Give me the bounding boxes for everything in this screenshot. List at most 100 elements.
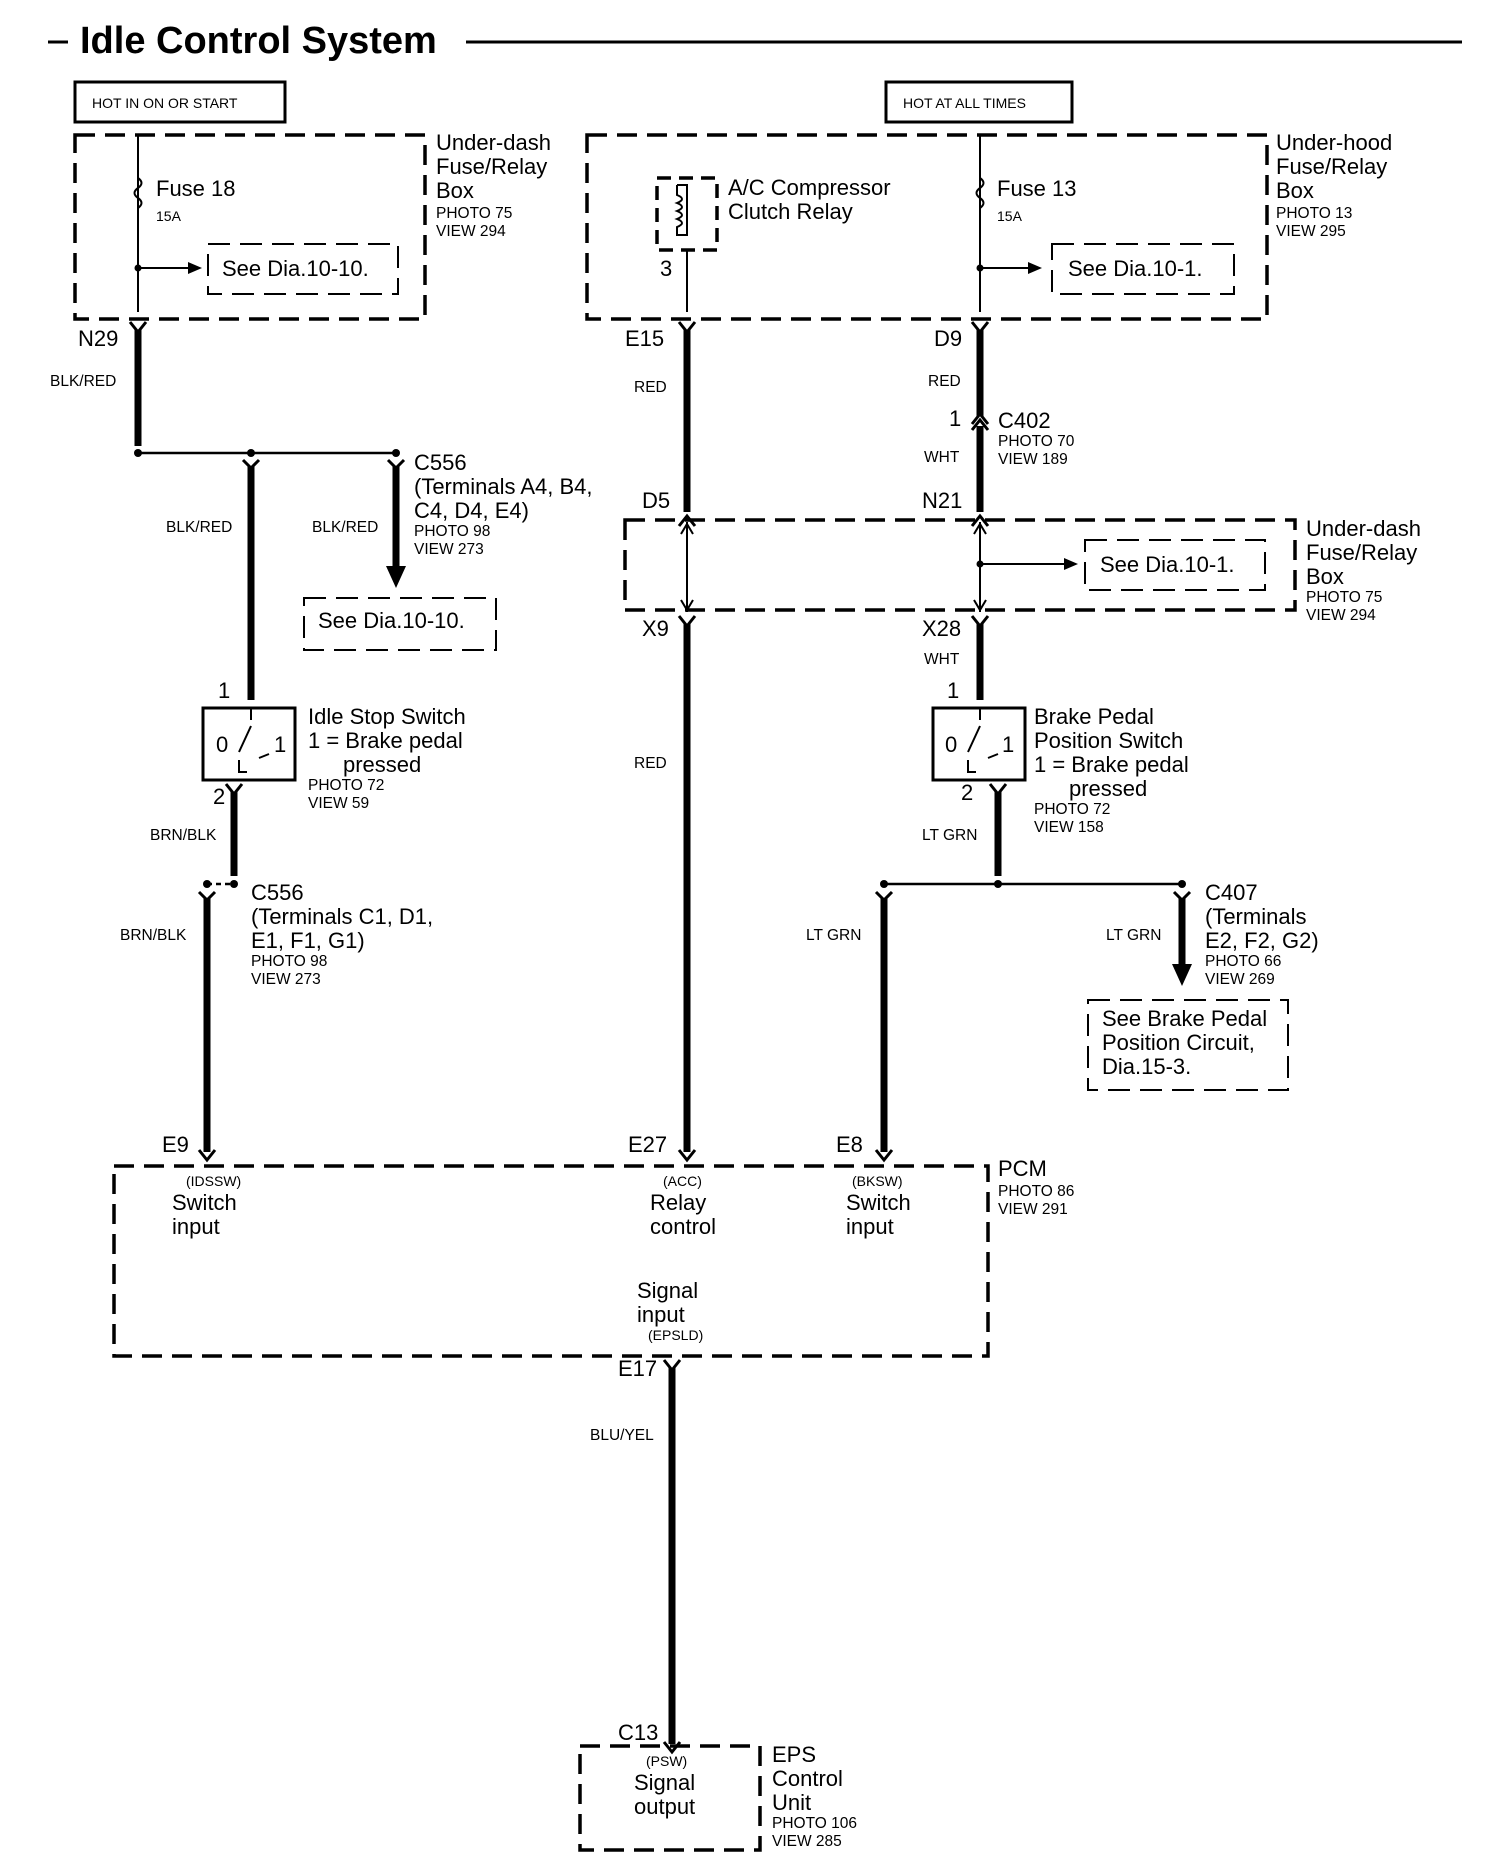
underdash-box-top bbox=[73, 133, 427, 321]
idle-switch-contact-icon bbox=[238, 708, 270, 773]
wire-label-brn-blk-1: BRN/BLK bbox=[150, 827, 217, 844]
idle-switch-pos1: 1 bbox=[274, 732, 286, 757]
pcm-photo: PHOTO 86 bbox=[998, 1183, 1074, 1200]
brake-switch-note-1: 1 = Brake pedal bbox=[1034, 752, 1189, 777]
pcm-view: VIEW 291 bbox=[998, 1201, 1068, 1218]
c402-photo: PHOTO 70 bbox=[998, 433, 1075, 450]
eps-name-1: EPS bbox=[772, 1742, 816, 1767]
pin-x28: X28 bbox=[922, 616, 961, 641]
brake-switch-photo: PHOTO 72 bbox=[1034, 801, 1110, 818]
c556b-pin-left bbox=[203, 880, 211, 888]
c556b-view: VIEW 273 bbox=[251, 971, 321, 988]
idle-switch-pos0: 0 bbox=[216, 732, 228, 757]
idle-switch-pin1: 1 bbox=[218, 678, 230, 703]
page-title: Idle Control System bbox=[80, 20, 437, 62]
underdash-mid-name-3: Box bbox=[1306, 564, 1344, 589]
splice-lt-grn-right bbox=[1178, 880, 1186, 888]
ac-relay-pin: 3 bbox=[660, 256, 672, 281]
wire-label-blu-yel: BLU/YEL bbox=[590, 1427, 654, 1444]
underhood-photo: PHOTO 13 bbox=[1276, 205, 1352, 222]
pcm-bksw: (BKSW) bbox=[852, 1173, 903, 1189]
pcm-idssw: (IDSSW) bbox=[186, 1173, 241, 1189]
pin-e27: E27 bbox=[628, 1132, 667, 1157]
underdash-box-mid bbox=[623, 518, 1297, 612]
wire-label-blk-red-1: BLK/RED bbox=[50, 373, 116, 390]
underdash-mid-name-1: Under-dash bbox=[1306, 516, 1421, 541]
c407-view: VIEW 269 bbox=[1205, 971, 1275, 988]
underhood-view: VIEW 295 bbox=[1276, 223, 1346, 240]
see-text-c407-1: See Brake Pedal bbox=[1102, 1006, 1267, 1031]
c556a-photo: PHOTO 98 bbox=[414, 523, 490, 540]
pcm-acc: (ACC) bbox=[663, 1173, 702, 1189]
pin-e15: E15 bbox=[625, 326, 664, 351]
see-box-top-left bbox=[207, 243, 399, 295]
underdash-mid-view: VIEW 294 bbox=[1306, 607, 1376, 624]
brake-switch-contact-icon bbox=[967, 708, 999, 773]
pin-x9: X9 bbox=[642, 616, 669, 641]
see-box-c556a bbox=[303, 597, 497, 651]
wire-label-red-1: RED bbox=[634, 379, 667, 396]
underhood-name-1: Under-hood bbox=[1276, 130, 1392, 155]
pin-e9-fork bbox=[197, 1149, 217, 1163]
c556b-pin-right bbox=[230, 880, 238, 888]
fuse18-branch-arrow bbox=[188, 262, 202, 274]
fuse13-symbol bbox=[975, 177, 985, 209]
pin-e8: E8 bbox=[836, 1132, 863, 1157]
pin-n21: N21 bbox=[922, 488, 962, 513]
fuse18-amps: 15A bbox=[156, 208, 182, 224]
see-text-c407-3: Dia.15-3. bbox=[1102, 1054, 1191, 1079]
pcm-bksw-l1: Switch bbox=[846, 1190, 911, 1215]
fuse18-label: Fuse 18 bbox=[156, 176, 236, 201]
pcm-box bbox=[112, 1164, 990, 1358]
pcm-idssw-l2: input bbox=[172, 1214, 220, 1239]
pin-e9: E9 bbox=[162, 1132, 189, 1157]
eps-box bbox=[578, 1744, 762, 1852]
underdash-mid-arrow-right-top bbox=[973, 522, 987, 535]
eps-name-3: Unit bbox=[772, 1790, 811, 1815]
underhood-box bbox=[585, 133, 1269, 321]
underdash-mid-photo: PHOTO 75 bbox=[1306, 589, 1382, 606]
underdash-top-photo: PHOTO 75 bbox=[436, 205, 512, 222]
eps-name-2: Control bbox=[772, 1766, 843, 1791]
pin-c13: C13 bbox=[618, 1720, 658, 1745]
wire-label-red-3: RED bbox=[634, 755, 667, 772]
pin-e8-fork bbox=[874, 1149, 894, 1163]
eps-photo: PHOTO 106 bbox=[772, 1815, 857, 1832]
power-label-left: HOT IN ON OR START bbox=[92, 95, 238, 111]
c402-symbol bbox=[970, 411, 990, 431]
c556a-l2: C4, D4, E4) bbox=[414, 498, 529, 523]
c556a-name: C556 bbox=[414, 450, 467, 475]
c407-l2: E2, F2, G2) bbox=[1205, 928, 1319, 953]
underdash-mid-branch-arrow bbox=[1064, 558, 1078, 570]
wire-label-blk-red-3: BLK/RED bbox=[312, 519, 378, 536]
idle-switch-view: VIEW 59 bbox=[308, 795, 369, 812]
see-text-mid: See Dia.10-1. bbox=[1100, 552, 1235, 577]
wire-label-wht-2: WHT bbox=[924, 651, 960, 668]
wire-label-lt-grn-3: LT GRN bbox=[1106, 927, 1161, 944]
see-box-c407 bbox=[1087, 999, 1289, 1091]
brake-switch-pos1: 1 bbox=[1002, 732, 1014, 757]
pin-d5-fork bbox=[677, 513, 697, 527]
brake-switch-note-2: pressed bbox=[1069, 776, 1147, 801]
splice-idle bbox=[247, 449, 255, 457]
brake-switch-name-2: Position Switch bbox=[1034, 728, 1183, 753]
pcm-signal-l2: input bbox=[637, 1302, 685, 1327]
wire-label-wht-1: WHT bbox=[924, 449, 960, 466]
brake-switch-pin2: 2 bbox=[961, 780, 973, 805]
idle-switch-pin2: 2 bbox=[213, 784, 225, 809]
underdash-mid-arrow-left-top bbox=[680, 522, 694, 535]
splice-lt-grn-left bbox=[880, 880, 888, 888]
brake-switch-pos0: 0 bbox=[945, 732, 957, 757]
idle-switch-photo: PHOTO 72 bbox=[308, 777, 384, 794]
splice-c556a bbox=[392, 449, 400, 457]
c556a-l1: (Terminals A4, B4, bbox=[414, 474, 593, 499]
underdash-mid-arrow-left-bottom bbox=[680, 599, 694, 612]
idle-stop-switch bbox=[201, 706, 297, 782]
pcm-epsld: (EPSLD) bbox=[648, 1327, 703, 1343]
brake-switch-name-1: Brake Pedal bbox=[1034, 704, 1154, 729]
pcm-signal-l1: Signal bbox=[637, 1278, 698, 1303]
c556a-view: VIEW 273 bbox=[414, 541, 484, 558]
c556b-name: C556 bbox=[251, 880, 304, 905]
underdash-mid-arrow-right-bottom bbox=[973, 599, 987, 612]
